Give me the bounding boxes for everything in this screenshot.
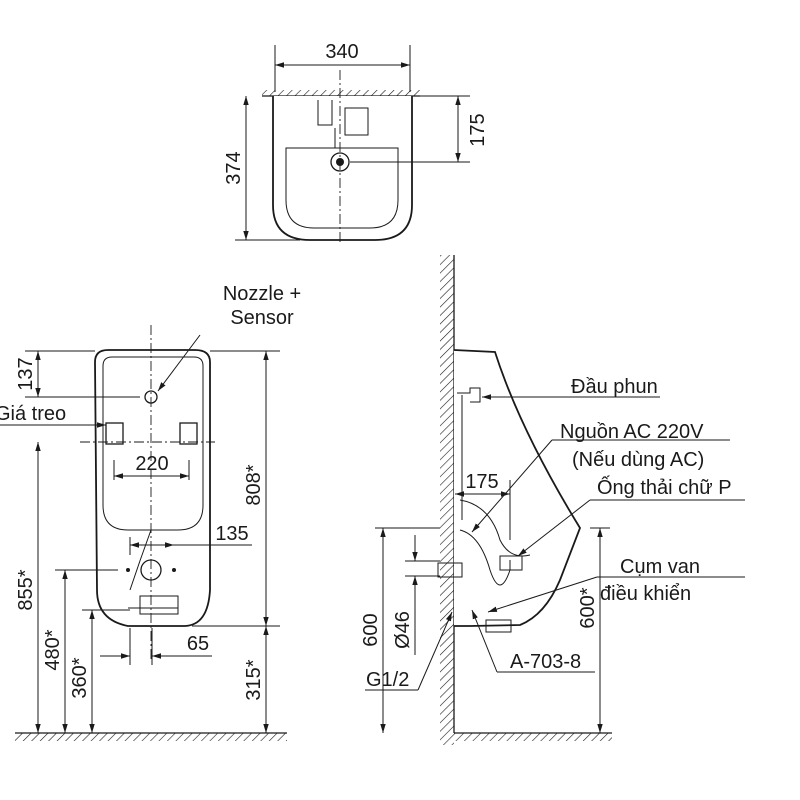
dim-175-side: 175 bbox=[465, 471, 498, 493]
dim-360: 360* bbox=[69, 657, 91, 698]
top-body-outline bbox=[272, 96, 413, 241]
label-part-code: A-703-8 bbox=[510, 651, 581, 673]
label-power-line1: Nguồn AC 220V bbox=[560, 421, 704, 443]
wall-hatch bbox=[262, 90, 420, 96]
label-nozzle-line1: Nozzle + bbox=[223, 283, 301, 305]
dim-600-left: 600 bbox=[360, 613, 382, 646]
label-nozzle-line2: Sensor bbox=[230, 307, 294, 329]
sensor-nozzle bbox=[144, 390, 158, 404]
dim-137: 137 bbox=[15, 357, 37, 390]
dim-depth-374: 374 bbox=[223, 151, 245, 184]
top-view: 340 374 175 bbox=[223, 41, 489, 245]
label-valve-line1: Cụm van bbox=[620, 556, 700, 578]
dim-855: 855* bbox=[15, 569, 37, 610]
floor-hatch bbox=[15, 733, 287, 741]
dim-diam-46: Ø46 bbox=[392, 611, 414, 649]
dim-480: 480* bbox=[42, 629, 64, 670]
dim-65: 65 bbox=[187, 633, 209, 655]
dim-width-340: 340 bbox=[325, 41, 358, 63]
label-spray-head: Đầu phun bbox=[571, 376, 658, 398]
label-valve-line2: điều khiển bbox=[600, 583, 691, 605]
dim-220: 220 bbox=[135, 453, 168, 475]
dim-315: 315* bbox=[243, 659, 265, 700]
drain-hole bbox=[330, 152, 350, 172]
label-g12: G1/2 bbox=[366, 669, 409, 691]
bracket-left bbox=[105, 422, 124, 445]
dim-808: 808* bbox=[243, 464, 265, 505]
side-view: Đầu phun Nguồn AC 220V (Nếu dùng AC) Ống… bbox=[360, 255, 745, 745]
dim-135: 135 bbox=[215, 523, 248, 545]
dim-600-right: 600* bbox=[577, 587, 599, 628]
bracket-right bbox=[179, 422, 198, 445]
dim-drain-175: 175 bbox=[467, 113, 489, 146]
label-power-line2: (Nếu dùng AC) bbox=[572, 449, 704, 471]
label-p-trap: Ống thải chữ P bbox=[597, 475, 732, 499]
front-view: Nozzle + Sensor Giá treo 137 220 808* 13… bbox=[0, 283, 301, 741]
front-body-outline bbox=[94, 349, 211, 627]
label-bracket: Giá treo bbox=[0, 403, 66, 425]
side-wall-hatch bbox=[440, 255, 454, 745]
